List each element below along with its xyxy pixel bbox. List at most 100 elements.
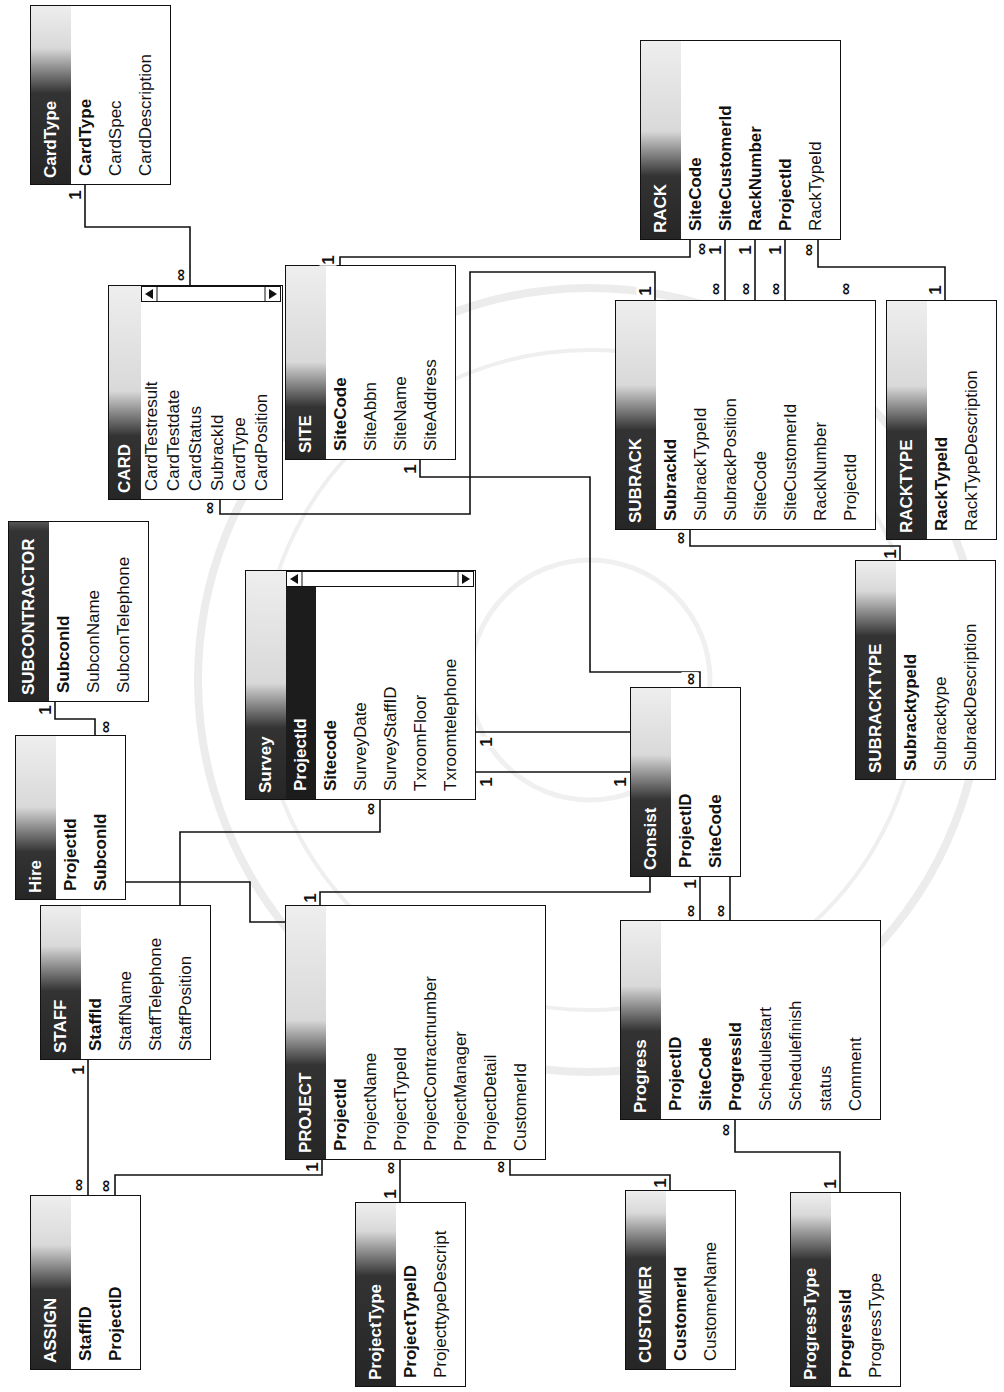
field-row: StaffId bbox=[81, 906, 111, 1059]
scrollbar bbox=[286, 571, 474, 587]
cardinality-mark: 1 bbox=[682, 878, 699, 889]
field-row: CardTestdate bbox=[163, 286, 185, 499]
field-row: ProjectDetail bbox=[476, 906, 506, 1159]
cardinality-mark: 1 bbox=[70, 1064, 87, 1075]
field-row: CardType bbox=[71, 6, 101, 184]
cardinality-mark: 1 bbox=[767, 244, 784, 255]
cardinality-mark: 1 bbox=[822, 1178, 839, 1189]
field-row: SiteCustomerId bbox=[711, 41, 741, 239]
field-row: ProgressId bbox=[831, 1193, 861, 1386]
cardinality-mark: 1 bbox=[320, 254, 337, 265]
field-name: Txroomtelephone bbox=[436, 659, 466, 791]
cardinality-mark: ∞ bbox=[362, 802, 379, 816]
field-name: SubrackId bbox=[207, 414, 229, 491]
cardinality-mark: 1 bbox=[37, 704, 54, 715]
field-name: CardTestresult bbox=[141, 381, 163, 491]
field-name: ProgressType bbox=[861, 1273, 891, 1378]
field-name: SubconName bbox=[79, 590, 109, 693]
field-row: CustomerId bbox=[666, 1191, 696, 1369]
cardinality-mark: ∞ bbox=[382, 1161, 399, 1175]
relationship-line bbox=[735, 1120, 840, 1192]
table-title: STAFF bbox=[41, 999, 81, 1053]
field-row: TxroomFloor bbox=[406, 571, 436, 799]
field-name: SubrackPosition bbox=[716, 398, 746, 521]
relationship-line bbox=[55, 702, 95, 735]
field-name: ProjectId bbox=[836, 454, 866, 521]
field-name: Subracktype bbox=[926, 677, 956, 772]
cardinality-mark: ∞ bbox=[97, 720, 114, 734]
field-row: RackTypeDescription bbox=[957, 301, 987, 539]
cardinality-mark: ∞ bbox=[717, 1123, 734, 1137]
field-name: CardStatus bbox=[185, 406, 207, 491]
table-header: Hire bbox=[16, 736, 56, 899]
table-title: SUBCONTRACTOR bbox=[9, 539, 49, 695]
field-row: ProgressType bbox=[861, 1193, 891, 1386]
table-title: SUBRACKTYPE bbox=[856, 644, 896, 773]
field-row: Comment bbox=[841, 921, 871, 1119]
field-name: SiteCode bbox=[746, 451, 776, 521]
field-name: SiteCode bbox=[326, 377, 356, 451]
field-row: ProjectId bbox=[286, 571, 316, 799]
entity-table: RACKTYPERackTypeIdRackTypeDescription bbox=[886, 300, 997, 540]
field-name: ProjectDetail bbox=[476, 1055, 506, 1151]
field-name: ProjectId bbox=[286, 718, 316, 791]
field-name: SiteName bbox=[386, 376, 416, 451]
table-header: PROJECT bbox=[286, 906, 326, 1159]
field-name: Schedulestart bbox=[751, 1007, 781, 1111]
table-header: ProgressType bbox=[791, 1193, 831, 1386]
table-title: RACKTYPE bbox=[887, 439, 927, 533]
field-row: StaffPosition bbox=[171, 906, 201, 1059]
relationship-line bbox=[476, 731, 630, 733]
relationship-line bbox=[399, 1160, 401, 1202]
relationship-line bbox=[85, 185, 190, 285]
relationship-line bbox=[476, 771, 630, 773]
field-row: Schedulefinish bbox=[781, 921, 811, 1119]
field-row: CardPosition bbox=[251, 286, 273, 499]
cardinality-mark: ∞ bbox=[712, 904, 729, 918]
table-title: Hire bbox=[16, 860, 56, 893]
field-name: SiteCustomerId bbox=[711, 105, 741, 231]
field-row: Subracktype bbox=[926, 561, 956, 779]
cardinality-mark: ∞ bbox=[492, 1160, 509, 1174]
table-header: ASSIGN bbox=[31, 1196, 71, 1369]
field-row: RackTypeId bbox=[927, 301, 957, 539]
field-row: SubconId bbox=[86, 736, 116, 899]
field-row: SubrackPosition bbox=[716, 301, 746, 529]
field-row: ProjectTypeId bbox=[386, 906, 416, 1159]
table-header: ProjectType bbox=[356, 1203, 396, 1386]
field-name: StaffName bbox=[111, 971, 141, 1051]
field-name: ProjectId bbox=[771, 158, 801, 231]
cardinality-mark: ∞ bbox=[800, 243, 817, 257]
field-name: RackTypeId bbox=[801, 141, 831, 231]
field-row: status bbox=[811, 921, 841, 1119]
field-name: SiteCode bbox=[681, 157, 711, 231]
entity-table: ProgressProjectIDSiteCodeProgressIdSched… bbox=[620, 920, 881, 1120]
field-row: SubrackTypeId bbox=[686, 301, 716, 529]
field-row: SurveyStaffID bbox=[376, 571, 406, 799]
field-row: ProjectName bbox=[356, 906, 386, 1159]
field-name: CardType bbox=[71, 99, 101, 176]
field-name: CustomerName bbox=[696, 1242, 726, 1361]
field-name: SiteAbbn bbox=[356, 382, 386, 451]
field-name: ProjectTypeID bbox=[396, 1265, 426, 1378]
field-name: ProjectID bbox=[661, 1036, 691, 1111]
field-row: SubrackId bbox=[207, 286, 229, 499]
field-row: SubconName bbox=[79, 522, 109, 701]
field-row: ProjectTypeID bbox=[396, 1203, 426, 1386]
field-name: ProjectID bbox=[101, 1286, 131, 1361]
field-row: SiteCode bbox=[681, 41, 711, 239]
entity-table: CARDCardTestresultCardTestdateCardStatus… bbox=[108, 285, 283, 500]
entity-table: CUSTOMERCustomerIdCustomerName bbox=[625, 1190, 736, 1370]
field-row: SiteCustomerId bbox=[776, 301, 806, 529]
table-header: STAFF bbox=[41, 906, 81, 1059]
entity-table: ProjectTypeProjectTypeIDProjecttypeDescr… bbox=[355, 1202, 466, 1387]
relationship-line bbox=[818, 240, 945, 300]
table-header: Survey bbox=[246, 571, 286, 799]
cardinality-mark: 1 bbox=[612, 776, 629, 787]
field-row: StaffTelephone bbox=[141, 906, 171, 1059]
cardinality-mark: 1 bbox=[927, 284, 944, 295]
relationship-line bbox=[784, 240, 786, 300]
field-name: Comment bbox=[841, 1037, 871, 1111]
field-name: CardType bbox=[229, 417, 251, 491]
table-header: SUBRACKTYPE bbox=[856, 561, 896, 779]
